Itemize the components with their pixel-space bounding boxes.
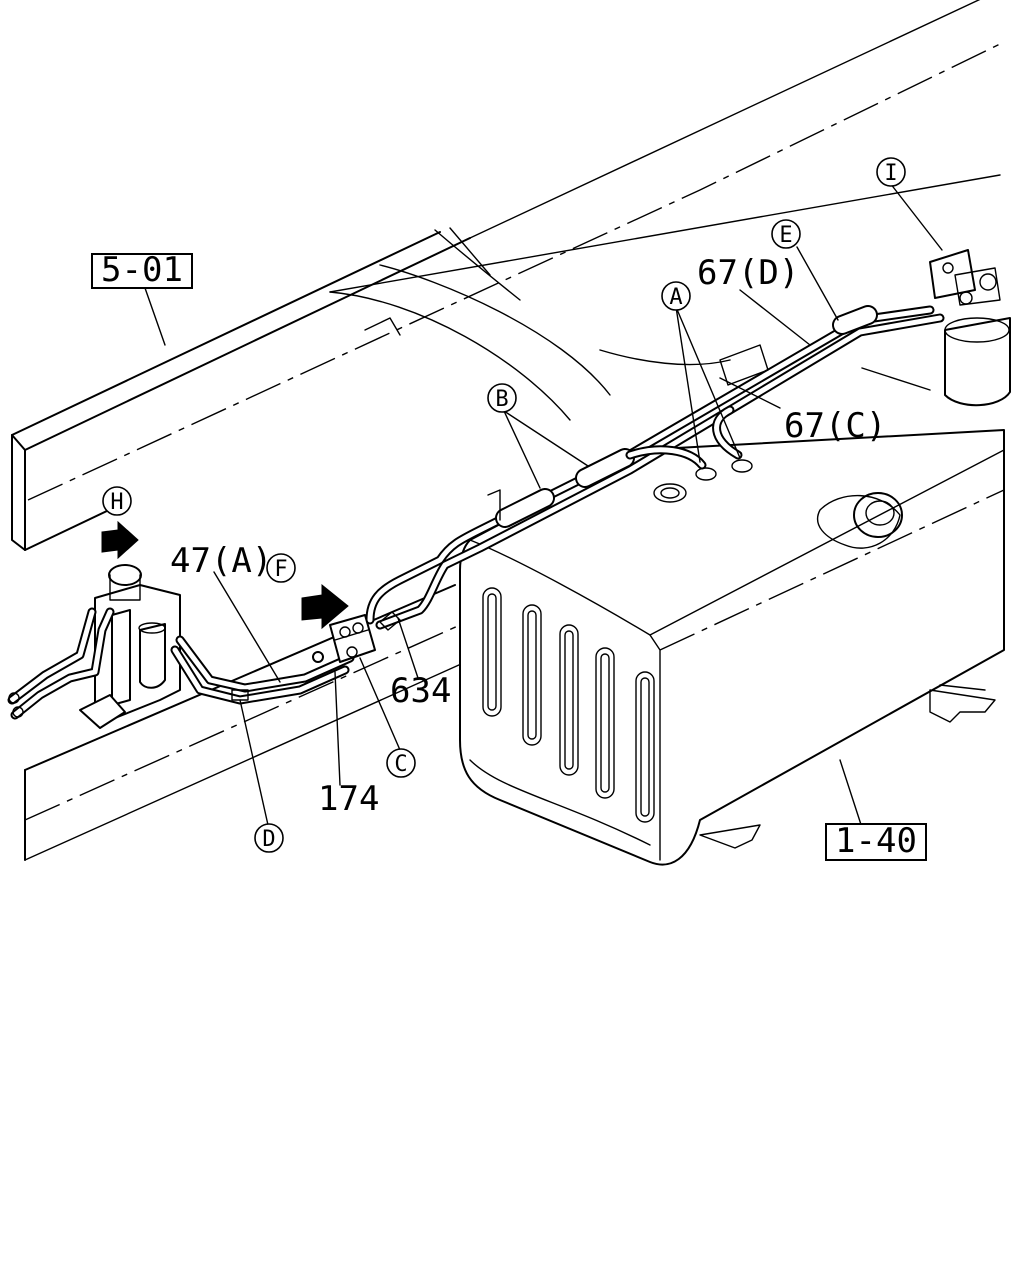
junction-block <box>231 611 401 701</box>
callout-h: H <box>102 486 132 516</box>
callout-c: C <box>386 748 416 778</box>
part-label-67d: 67(D) <box>697 253 799 293</box>
part-label-47a: 47(A) <box>170 541 272 581</box>
callout-d: D <box>254 823 284 853</box>
ref-label-1-40: 1-40 <box>835 821 917 861</box>
callout-b-letter: B <box>495 387 508 412</box>
callout-i-letter: I <box>884 161 897 186</box>
callout-f: F <box>266 553 296 583</box>
fuel-tank <box>459 429 1005 866</box>
part-label-634: 634 <box>390 671 451 711</box>
ref-box-1-40: 1-40 <box>825 821 927 861</box>
fuel-lines <box>170 305 945 705</box>
callout-b: B <box>487 383 517 413</box>
fuel-filter <box>929 249 1011 407</box>
callout-c-letter: C <box>394 752 407 777</box>
direction-arrows <box>101 520 349 630</box>
callout-d-letter: D <box>262 827 275 852</box>
callout-f-letter: F <box>274 557 287 582</box>
callout-e: E <box>771 219 801 249</box>
callout-i: I <box>876 157 906 187</box>
leader-lines <box>144 182 943 841</box>
callout-h-letter: H <box>110 490 123 515</box>
part-label-67c: 67(C) <box>784 406 886 446</box>
callout-a-letter: A <box>669 285 682 310</box>
part-label-174: 174 <box>318 779 379 819</box>
callout-e-letter: E <box>779 223 792 248</box>
ref-label-5-01: 5-01 <box>101 250 183 290</box>
ref-box-5-01: 5-01 <box>91 250 193 290</box>
frame-rail <box>11 0 1005 551</box>
fuel-pump <box>7 564 181 729</box>
callout-a: A <box>661 281 691 311</box>
